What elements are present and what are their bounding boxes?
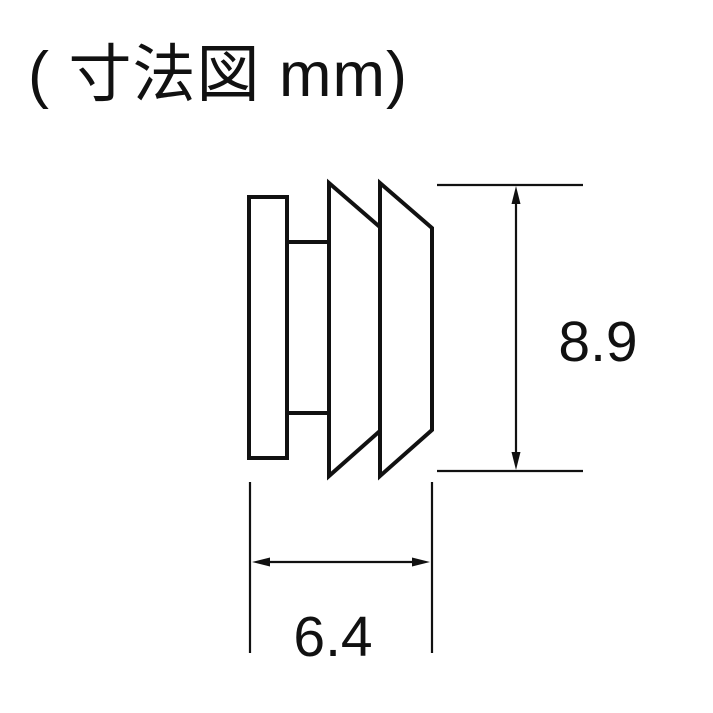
flange-front-outline bbox=[378, 178, 434, 481]
part-outline bbox=[247, 178, 434, 481]
arrowhead-left-icon bbox=[252, 557, 270, 567]
flange-back-outline bbox=[327, 178, 383, 481]
arrowhead-up-icon bbox=[511, 186, 521, 204]
height-dimension bbox=[437, 183, 583, 473]
page-title: ( 寸法図 mm) bbox=[28, 40, 408, 110]
width-dimension bbox=[248, 482, 434, 653]
arrowhead-down-icon bbox=[511, 452, 521, 470]
arrowhead-right-icon bbox=[412, 557, 430, 567]
cap-outline bbox=[247, 195, 289, 460]
width-dimension-label: 6.4 bbox=[293, 605, 372, 669]
height-dimension-label: 8.9 bbox=[558, 310, 637, 374]
